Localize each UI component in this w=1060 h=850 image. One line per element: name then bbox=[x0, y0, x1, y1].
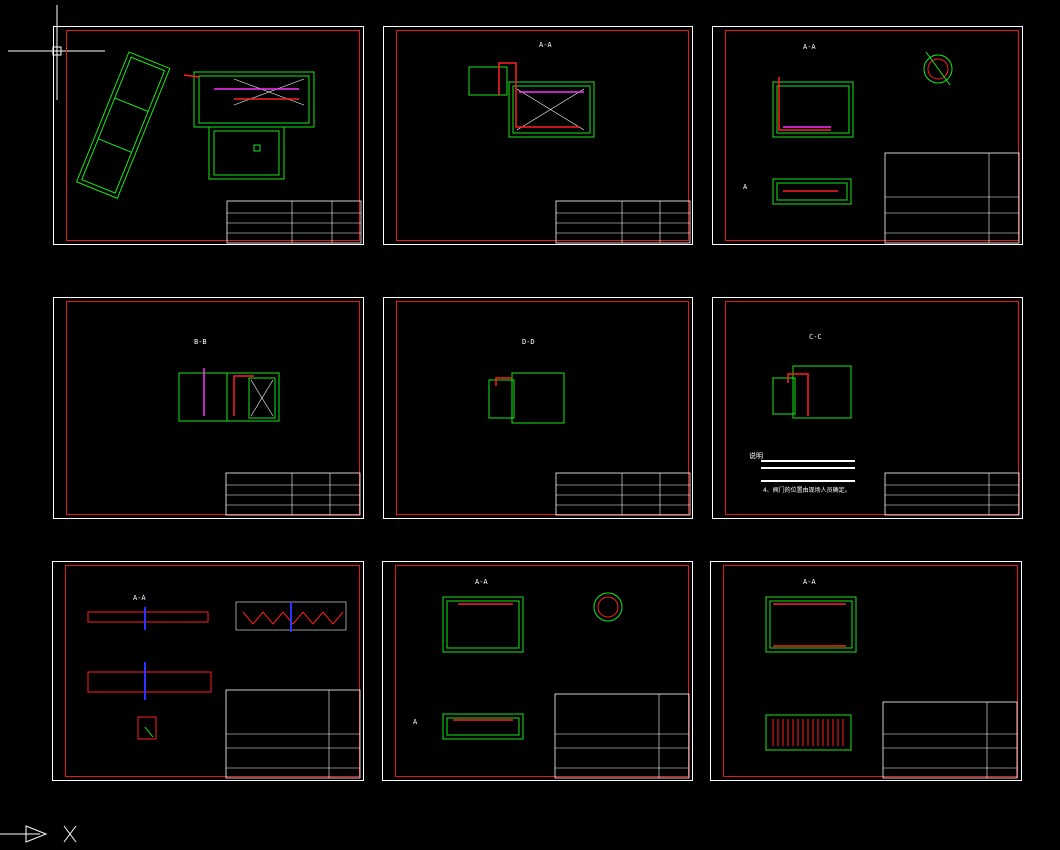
drawing-sheet-8[interactable]: A-A A bbox=[382, 561, 693, 781]
sheet-frame bbox=[395, 565, 689, 777]
sheet-frame bbox=[396, 30, 689, 241]
section-title: A-A bbox=[475, 578, 488, 586]
ucs-axis-icon bbox=[0, 825, 77, 843]
sheet-frame bbox=[725, 301, 1019, 515]
sheet-frame bbox=[725, 30, 1019, 241]
section-title: A-A bbox=[803, 43, 816, 51]
section-title: A-A bbox=[803, 578, 816, 586]
notes-header: 说明 bbox=[749, 452, 763, 460]
section-title: A-A bbox=[133, 594, 146, 602]
section-aa-drawing bbox=[765, 596, 1018, 779]
sheet-frame bbox=[66, 301, 360, 515]
section-aa-drawing bbox=[468, 62, 691, 244]
section-aa-drawing bbox=[442, 592, 690, 779]
section-cc-drawing bbox=[761, 365, 1020, 516]
section-title: D-D bbox=[522, 338, 535, 346]
callout-label: A bbox=[413, 718, 418, 726]
drawing-sheet-4[interactable]: B-B bbox=[53, 297, 364, 519]
callout-label: A bbox=[743, 183, 748, 191]
section-bb-drawing bbox=[178, 368, 361, 516]
drawing-sheet-1[interactable] bbox=[53, 26, 364, 245]
valve-note-text: 4、阀门的位置由现场人员确定。 bbox=[763, 487, 851, 494]
sheet-frame bbox=[396, 301, 689, 515]
plan-view-drawing bbox=[75, 51, 362, 244]
drawing-sheet-5[interactable]: D-D bbox=[383, 297, 693, 519]
sheet-frame bbox=[723, 565, 1018, 777]
section-title: B-B bbox=[194, 338, 207, 346]
sheet-frame bbox=[65, 565, 360, 777]
section-title: C-C bbox=[809, 333, 822, 341]
section-aa-detail-drawing bbox=[87, 601, 361, 779]
section-dd-drawing bbox=[488, 372, 691, 516]
sheet-frame bbox=[66, 30, 360, 241]
drawing-sheet-6[interactable]: C-C 说明 4、阀门的位置由现场人员确定。 bbox=[712, 297, 1023, 519]
drawing-sheet-7[interactable]: A-A bbox=[52, 561, 364, 781]
drawing-sheet-2[interactable]: A-A bbox=[383, 26, 693, 245]
section-title: A-A bbox=[539, 41, 552, 49]
drawing-sheet-9[interactable]: A-A bbox=[710, 561, 1022, 781]
section-aa-drawing bbox=[772, 51, 1020, 244]
drawing-sheet-3[interactable]: A-A A bbox=[712, 26, 1023, 245]
